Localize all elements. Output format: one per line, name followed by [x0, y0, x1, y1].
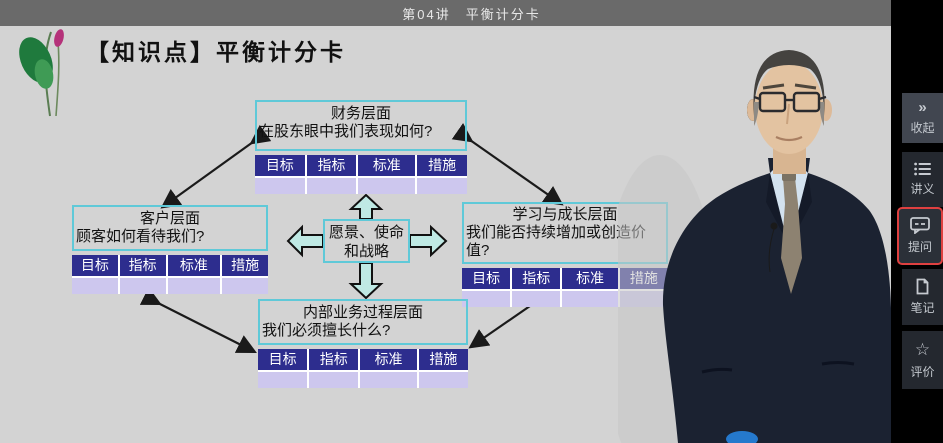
- table-empty-cell: [222, 278, 268, 294]
- arrow-customer-internal: [139, 287, 257, 353]
- blue-object: [726, 431, 758, 443]
- col-indicator: 指标: [119, 255, 166, 276]
- table-empty-cell: [360, 372, 417, 388]
- diagram-arrows: [139, 123, 564, 353]
- financial-title: 财务层面: [330, 105, 391, 122]
- block-arrow-right: [409, 224, 448, 258]
- financial-perspective-box: 财务层面 在股东眼中我们表现如何? 目标 指标 标准 措施: [255, 100, 467, 194]
- table-empty-cell: [418, 372, 468, 388]
- internal-question: 我们必须擅长什么?: [262, 322, 391, 339]
- video-title-bar: 第04讲 平衡计分卡: [0, 0, 943, 26]
- financial-box-header: 财务层面 在股东眼中我们表现如何?: [255, 100, 467, 151]
- customer-question: 顾客如何看待我们?: [76, 228, 205, 245]
- star-icon: ☆: [914, 339, 931, 359]
- center-box-line2: 和战略: [343, 243, 389, 260]
- block-arrow-down: [348, 262, 384, 300]
- table-empty-cell: [462, 291, 511, 307]
- chat-bubble-icon: [910, 217, 930, 234]
- table-empty-cell: [562, 291, 618, 307]
- col-standard: 标准: [360, 349, 417, 370]
- vision-mission-strategy-box: 愿景、使命 和战略: [323, 219, 410, 263]
- table-empty-cell: [306, 178, 357, 194]
- presenter-image: [618, 50, 891, 443]
- col-measure: 措施: [222, 255, 268, 276]
- learning-title: 学习与成长层面: [512, 206, 618, 223]
- center-box-line1: 愿景、使命: [328, 224, 404, 241]
- table-empty-cell: [358, 178, 416, 194]
- col-goal: 目标: [255, 155, 305, 176]
- collapse-button[interactable]: » 收起: [902, 93, 943, 143]
- note-button[interactable]: 笔记: [902, 269, 943, 325]
- rate-label: 评价: [910, 364, 935, 379]
- col-goal: 目标: [258, 349, 308, 370]
- col-indicator: 指标: [306, 155, 357, 176]
- learning-question: 我们能否持续增加或创造价值?: [466, 224, 647, 259]
- slide-heading: 【知识点】平衡计分卡: [86, 40, 346, 65]
- table-empty-cell: [72, 278, 118, 294]
- block-arrow-up: [348, 193, 384, 220]
- internal-title: 内部业务过程层面: [302, 304, 423, 321]
- table-empty-cell: [255, 178, 305, 194]
- table-empty-cell: [167, 278, 221, 294]
- list-icon: [913, 162, 931, 176]
- customer-box-header: 客户层面 顾客如何看待我们?: [72, 205, 268, 251]
- rate-button[interactable]: ☆ 评价: [902, 331, 943, 389]
- question-button-highlighted[interactable]: 提问: [897, 207, 943, 265]
- lotus-decoration-image: [19, 29, 64, 117]
- financial-question: 在股东眼中我们表现如何?: [259, 123, 433, 140]
- internal-box-header: 内部业务过程层面 我们必须擅长什么?: [258, 299, 468, 345]
- customer-table: 目标 指标 标准 措施: [72, 255, 268, 294]
- note-icon: [916, 278, 929, 295]
- handout-button[interactable]: 讲义: [902, 152, 943, 207]
- col-goal: 目标: [72, 255, 118, 276]
- double-chevron-right-icon: »: [918, 98, 927, 116]
- table-empty-cell: [119, 278, 166, 294]
- table-empty-cell: [309, 372, 359, 388]
- slide-area: 【知识点】平衡计分卡 财务层面 在股东眼中我们表现如何?: [0, 26, 891, 443]
- table-empty-cell: [258, 372, 308, 388]
- collapse-label: 收起: [910, 120, 935, 135]
- customer-perspective-box: 客户层面 顾客如何看待我们? 目标 指标 标准 措施: [72, 205, 268, 294]
- internal-process-perspective-box: 内部业务过程层面 我们必须擅长什么? 目标 指标 标准 措施: [258, 299, 468, 388]
- table-empty-cell: [417, 178, 467, 194]
- financial-table: 目标 指标 标准 措施: [255, 155, 467, 194]
- internal-table: 目标 指标 标准 措施: [258, 349, 468, 388]
- customer-title: 客户层面: [139, 210, 200, 227]
- lecture-title: 第04讲 平衡计分卡: [402, 6, 541, 22]
- question-label: 提问: [907, 240, 932, 254]
- table-empty-cell: [512, 291, 561, 307]
- col-goal: 目标: [462, 268, 511, 289]
- col-standard: 标准: [167, 255, 221, 276]
- arrow-financial-customer: [160, 124, 272, 209]
- arrow-financial-learning: [451, 123, 564, 206]
- col-standard: 标准: [562, 268, 618, 289]
- handout-label: 讲义: [910, 182, 935, 196]
- col-measure: 措施: [417, 155, 467, 176]
- col-standard: 标准: [358, 155, 416, 176]
- col-indicator: 指标: [309, 349, 359, 370]
- note-label: 笔记: [910, 301, 935, 315]
- block-arrow-left: [286, 224, 324, 258]
- col-measure: 措施: [418, 349, 468, 370]
- col-indicator: 指标: [512, 268, 561, 289]
